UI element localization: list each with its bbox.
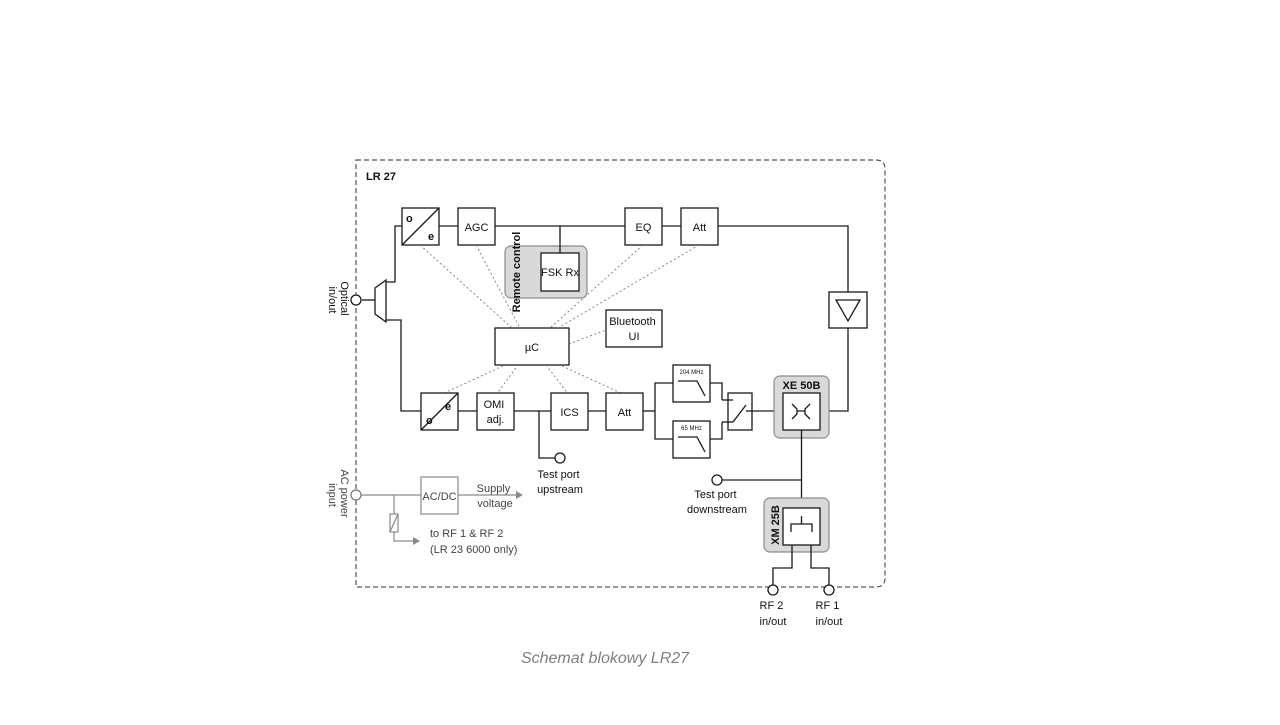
- acdc-label: AC/DC: [422, 491, 456, 503]
- optical-coupler: [374, 278, 387, 324]
- filter-204mhz-label: 204 MHz: [679, 370, 703, 376]
- supply-voltage-label: Supply voltage: [477, 483, 514, 510]
- device-frame: [355, 159, 886, 588]
- att-bottom-label: Att: [618, 407, 631, 419]
- control-lines: [419, 244, 700, 396]
- to-rf-label: to RF 1 & RF 2 (LR 23 6000 only): [430, 528, 517, 556]
- optical-port: [350, 294, 362, 306]
- test-port-upstream-label: Test port upstream: [537, 469, 583, 496]
- test-port-downstream: [711, 474, 723, 486]
- oe-converter-top-e: e: [428, 231, 434, 243]
- diagram-caption: Schemat blokowy LR27: [520, 650, 690, 667]
- device-title: LR 27: [366, 171, 396, 183]
- microcontroller-label: µC: [525, 342, 539, 354]
- bluetooth-block: [605, 309, 663, 348]
- agc-label: AGC: [465, 222, 489, 234]
- test-port-downstream-label: Test port downstream: [687, 489, 747, 516]
- filter-65mhz-label: 65 MHz: [681, 426, 702, 432]
- xm25b-title: XM 25B: [770, 505, 782, 545]
- rf2-port: [767, 584, 779, 596]
- omi-adj-block: [476, 392, 515, 431]
- rf1-port: [823, 584, 835, 596]
- optical-label: Optical in/out: [326, 281, 350, 318]
- oe-converter-top-o: o: [406, 213, 413, 225]
- rf1-label: RF 1 in/out: [816, 600, 843, 628]
- test-port-upstream: [554, 452, 566, 464]
- microcontroller-block: [494, 327, 570, 366]
- oe-converter-bottom-o: o: [426, 415, 433, 427]
- oe-converter-bottom-e: e: [445, 401, 451, 413]
- ac-power-label: AC power input: [326, 469, 350, 520]
- eq-label: EQ: [636, 222, 652, 234]
- splitter-block: [782, 507, 821, 546]
- att-top-label: Att: [693, 222, 706, 234]
- remote-control-label: Remote control: [511, 232, 523, 313]
- omi-adj-label: OMI adj.: [484, 399, 508, 426]
- ac-power-port: [350, 489, 362, 501]
- ics-label: ICS: [560, 407, 578, 419]
- bluetooth-label: Bluetooth UI: [609, 316, 659, 343]
- xe50b-title: XE 50B: [783, 380, 821, 392]
- fsk-rx-label: FSK Rx: [541, 267, 579, 279]
- filter-65mhz-block: [672, 420, 711, 459]
- fsk-rx-block: [540, 252, 580, 292]
- amplifier-block: [828, 291, 868, 329]
- rf2-label: RF 2 in/out: [760, 600, 787, 628]
